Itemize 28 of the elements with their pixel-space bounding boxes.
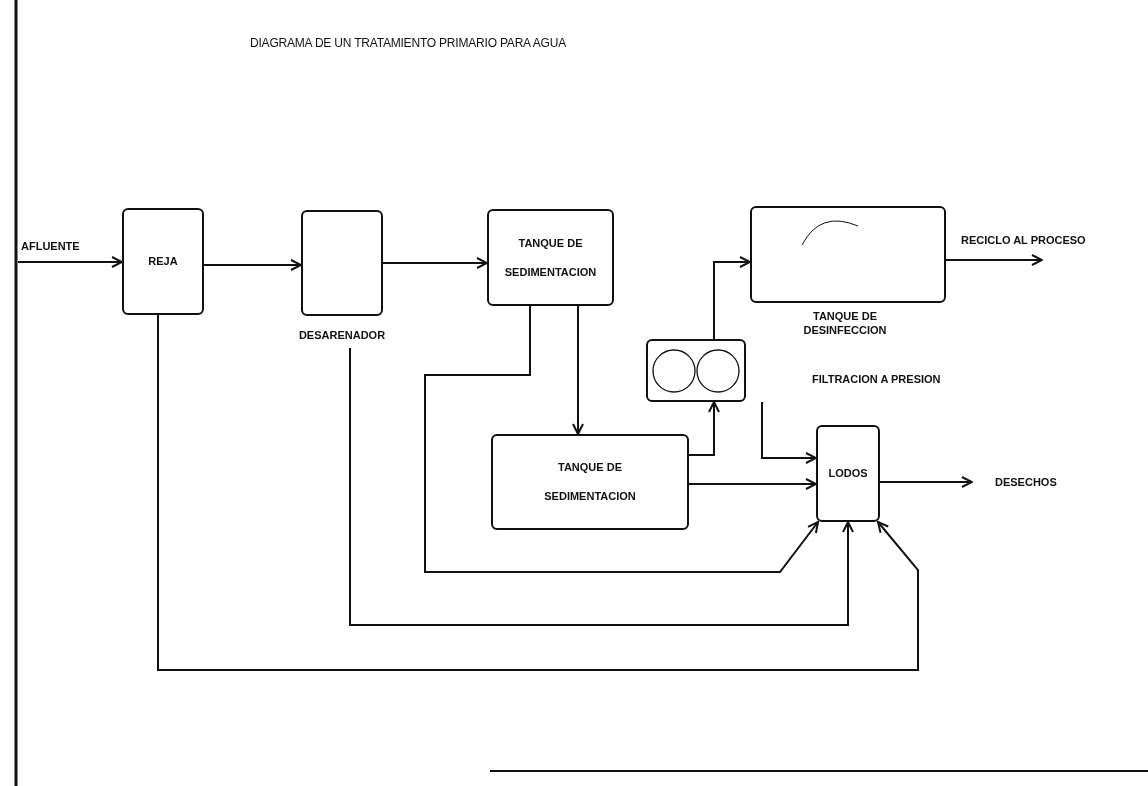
arrow (713, 256, 751, 340)
box-label: TANQUE DE SEDIMENTACION (543, 460, 637, 504)
arrow (761, 401, 817, 464)
box-label: TANQUE DE SEDIMENTACION (503, 235, 598, 280)
edge-label: AFLUENTE (20, 240, 81, 252)
arrow (157, 314, 919, 671)
box-label: DESARENADOR (297, 328, 387, 343)
arrow (688, 478, 817, 490)
box-label: REJA (148, 254, 178, 269)
arrow (945, 254, 1043, 266)
process-box (816, 425, 880, 522)
box-label: TANQUE DE DESINFECCION (802, 309, 888, 338)
edge-label: DESECHOS (994, 476, 1058, 488)
box-label: LODOS (828, 466, 868, 481)
arrow (203, 259, 302, 271)
arrow (688, 401, 720, 456)
process-box (122, 208, 204, 315)
process-box (491, 434, 689, 530)
process-box (487, 209, 614, 306)
process-label: FILTRACION A PRESION (812, 372, 941, 387)
arrow (572, 305, 584, 435)
diagram-title: DIAGRAMA DE UN TRATAMIENTO PRIMARIO PARA AGUA (250, 36, 566, 50)
arrow (17, 256, 123, 268)
arrow (424, 305, 819, 573)
arrow (349, 347, 854, 626)
arrow (879, 476, 973, 488)
edge-label: RECICLO AL PROCESO (960, 234, 1087, 246)
arrow (382, 257, 488, 269)
